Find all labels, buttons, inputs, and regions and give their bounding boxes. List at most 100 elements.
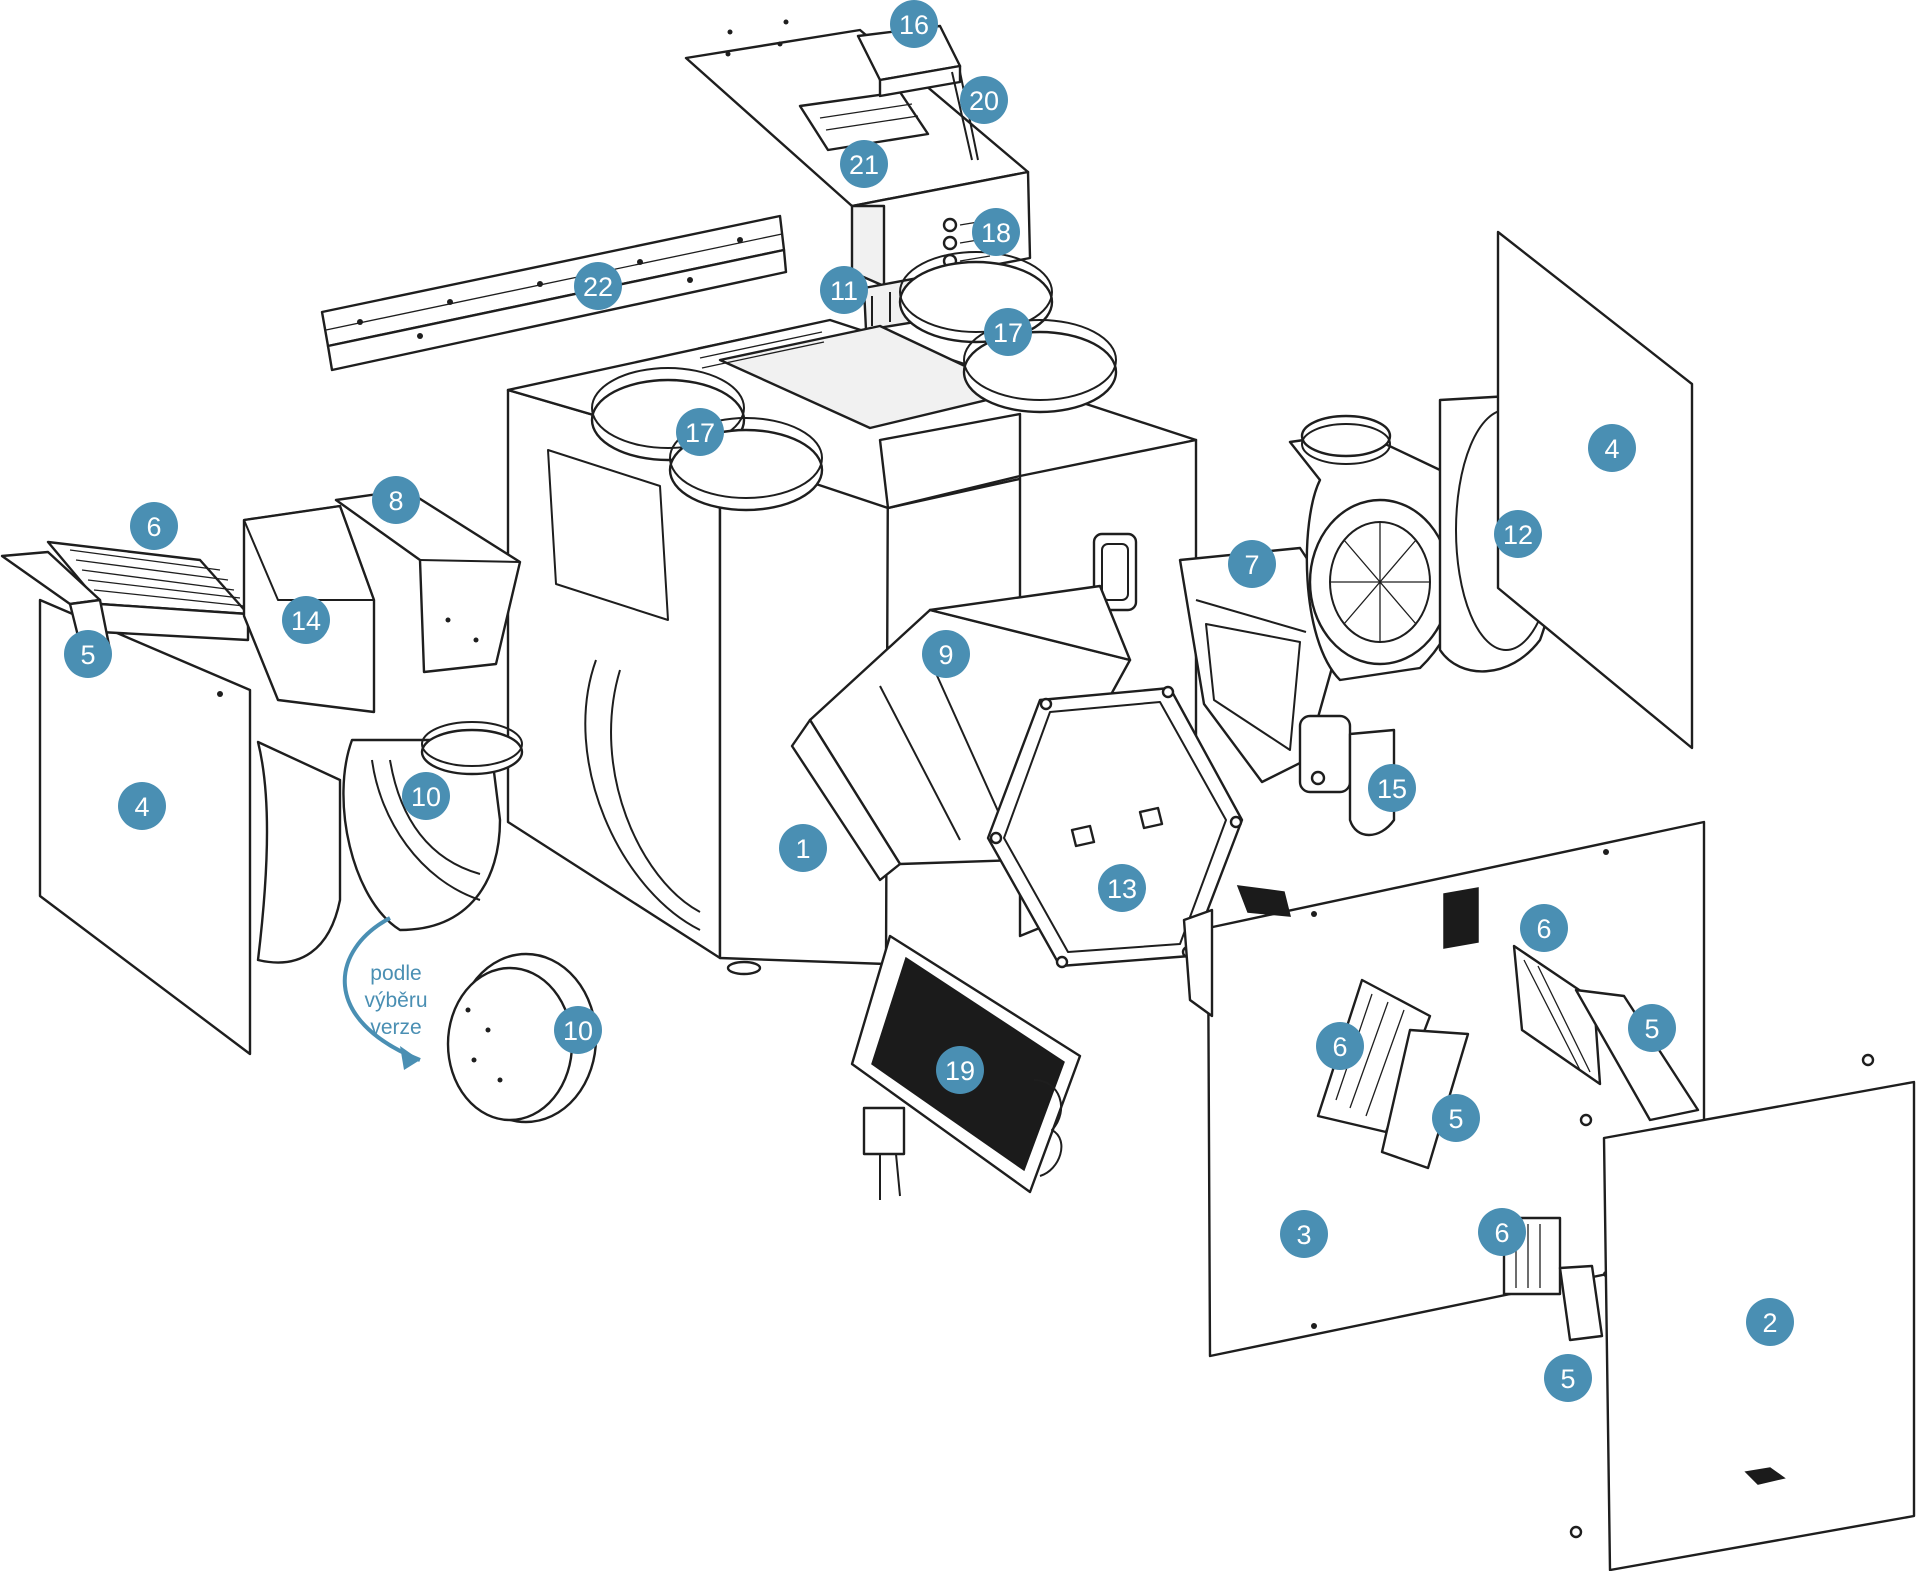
callout-label: 10 (563, 1016, 593, 1046)
callout-8: 8 (372, 476, 420, 524)
callout-label: 8 (388, 486, 403, 516)
callout-circle (1544, 1354, 1592, 1402)
callout-circle (130, 502, 178, 550)
callout-circle (1228, 540, 1276, 588)
callout-label: 2 (1762, 1308, 1777, 1338)
callout-label: 20 (969, 86, 999, 116)
callout-5: 5 (64, 630, 112, 678)
callout-circle (402, 772, 450, 820)
callout-10: 10 (402, 772, 450, 820)
callout-6: 6 (130, 502, 178, 550)
left-fan (256, 721, 524, 964)
callout-22: 22 (574, 262, 622, 310)
callout-7: 7 (1228, 540, 1276, 588)
callout-circle (820, 266, 868, 314)
callout-label: 6 (1332, 1032, 1347, 1062)
callout-label: 19 (945, 1056, 975, 1086)
callout-circle (554, 1006, 602, 1054)
mounting-rail (320, 214, 788, 372)
front-inner-panel (1182, 820, 1706, 1358)
callout-18: 18 (972, 208, 1020, 256)
callout-circle (1368, 764, 1416, 812)
callout-5: 5 (1628, 1004, 1676, 1052)
callout-circle (118, 782, 166, 830)
callout-label: 6 (1494, 1218, 1509, 1248)
callout-label: 5 (1644, 1014, 1659, 1044)
callout-label: 5 (1448, 1104, 1463, 1134)
callout-label: 6 (1536, 914, 1551, 944)
version-note-line-1: podle (370, 962, 421, 985)
callout-15: 15 (1368, 764, 1416, 812)
callout-label: 5 (1560, 1364, 1575, 1394)
exchanger-end-plate (986, 685, 1244, 969)
callout-circle (1746, 1298, 1794, 1346)
callout-label: 17 (993, 318, 1023, 348)
callout-5: 5 (1432, 1094, 1480, 1142)
callout-label: 10 (411, 782, 441, 812)
callout-circle (936, 1046, 984, 1094)
version-note: podle výběru verze (364, 962, 427, 1039)
callout-label: 12 (1503, 520, 1533, 550)
callout-17: 17 (676, 408, 724, 456)
callout-21: 21 (840, 140, 888, 188)
callout-circle (972, 208, 1020, 256)
callout-label: 11 (830, 276, 858, 306)
callout-circle (779, 824, 827, 872)
callout-label: 9 (938, 640, 953, 670)
callout-circle (372, 476, 420, 524)
callout-circle (676, 408, 724, 456)
callout-1: 1 (779, 824, 827, 872)
callout-layer: 1234455556666789101011121314151617171819… (64, 0, 1794, 1402)
callout-circle (984, 308, 1032, 356)
callout-circle (1432, 1094, 1480, 1142)
callout-6: 6 (1316, 1022, 1364, 1070)
callout-5: 5 (1544, 1354, 1592, 1402)
callout-circle (960, 76, 1008, 124)
callout-label: 6 (146, 512, 161, 542)
callout-label: 21 (849, 150, 879, 180)
callout-label: 15 (1377, 774, 1407, 804)
callout-circle (922, 630, 970, 678)
callout-label: 1 (795, 834, 810, 864)
callout-circle (1494, 510, 1542, 558)
callout-label: 4 (1604, 434, 1619, 464)
callout-4: 4 (1588, 424, 1636, 472)
version-note-line-2: výběru (364, 989, 427, 1012)
callout-circle (1588, 424, 1636, 472)
callout-label: 17 (685, 418, 715, 448)
callout-label: 4 (134, 792, 149, 822)
callout-19: 19 (936, 1046, 984, 1094)
callout-label: 13 (1107, 874, 1137, 904)
callout-label: 14 (291, 606, 321, 636)
callout-circle (1628, 1004, 1676, 1052)
callout-14: 14 (282, 596, 330, 644)
version-arrow (342, 916, 421, 1070)
callout-6: 6 (1520, 904, 1568, 952)
callout-circle (1098, 864, 1146, 912)
callout-circle (1520, 904, 1568, 952)
callout-12: 12 (1494, 510, 1542, 558)
callout-circle (1316, 1022, 1364, 1070)
callout-circle (840, 140, 888, 188)
callout-label: 22 (583, 272, 613, 302)
callout-11: 11 (820, 266, 868, 314)
left-filter (0, 540, 250, 654)
callout-label: 7 (1244, 550, 1259, 580)
callout-circle (64, 630, 112, 678)
callout-label: 5 (80, 640, 95, 670)
callout-16: 16 (890, 0, 938, 48)
callout-circle (1280, 1210, 1328, 1258)
callout-circle (574, 262, 622, 310)
callout-9: 9 (922, 630, 970, 678)
callout-13: 13 (1098, 864, 1146, 912)
callout-circle (890, 0, 938, 48)
control-unit (684, 19, 1032, 332)
callout-label: 16 (899, 10, 929, 40)
callout-label: 18 (981, 218, 1011, 248)
callout-label: 3 (1296, 1220, 1311, 1250)
callout-circle (1478, 1208, 1526, 1256)
callout-6: 6 (1478, 1208, 1526, 1256)
callout-20: 20 (960, 76, 1008, 124)
version-note-line-3: verze (370, 1016, 421, 1039)
callout-2: 2 (1746, 1298, 1794, 1346)
